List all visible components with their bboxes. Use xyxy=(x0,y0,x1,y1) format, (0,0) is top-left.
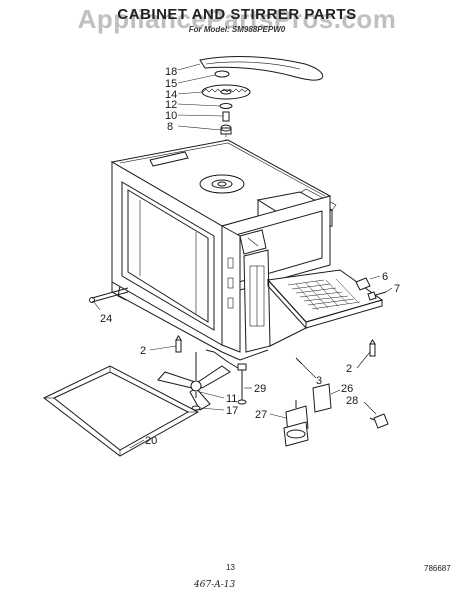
part-clip-screw xyxy=(355,277,387,301)
page-number: 13 xyxy=(226,563,235,572)
part-base-vents xyxy=(287,278,361,311)
handwritten-note: 467-A-13 xyxy=(194,580,236,590)
callout-3: 3 xyxy=(316,375,322,387)
part-fan-blade xyxy=(157,352,231,411)
callout-12: 12 xyxy=(165,99,177,111)
part-connector xyxy=(369,413,389,429)
callout-14: 14 xyxy=(165,89,177,101)
model-subtitle: For Model: SM988PEPW0 xyxy=(188,25,286,34)
part-cabinet xyxy=(110,139,384,361)
callout-28: 28 xyxy=(346,395,358,407)
callout-29: 29 xyxy=(254,383,266,395)
callout-2-left: 2 xyxy=(140,345,146,357)
callout-18: 18 xyxy=(165,66,177,78)
callout-20: 20 xyxy=(145,435,157,447)
part-bracket-rod xyxy=(89,287,129,303)
diagram-title: CABINET AND STIRRER PARTS xyxy=(117,6,357,23)
part-motor xyxy=(283,400,309,447)
callout-6: 6 xyxy=(382,271,388,283)
part-screw-right xyxy=(369,339,376,357)
callout-2-right: 2 xyxy=(346,363,352,375)
callout-11: 11 xyxy=(226,393,237,405)
callout-17: 17 xyxy=(226,405,238,417)
callout-7: 7 xyxy=(394,283,400,295)
part-screw-left xyxy=(175,335,182,353)
callout-labels: 18 15 14 12 10 8 6 7 24 2 2 3 29 11 17 2… xyxy=(100,66,400,447)
part-plate xyxy=(312,383,332,413)
callout-15: 15 xyxy=(165,78,177,90)
callout-10: 10 xyxy=(165,110,177,122)
callout-24: 24 xyxy=(100,313,112,325)
part-right-panel xyxy=(295,357,303,365)
part-motor-shaft xyxy=(205,349,247,405)
callout-27: 27 xyxy=(255,409,267,421)
catalog-number: 786687 xyxy=(424,564,451,573)
leader-lines xyxy=(93,63,393,449)
callout-8: 8 xyxy=(167,121,173,133)
callout-26: 26 xyxy=(341,383,353,395)
part-base-tray xyxy=(43,365,200,457)
part-stirrer-belt xyxy=(199,56,324,81)
